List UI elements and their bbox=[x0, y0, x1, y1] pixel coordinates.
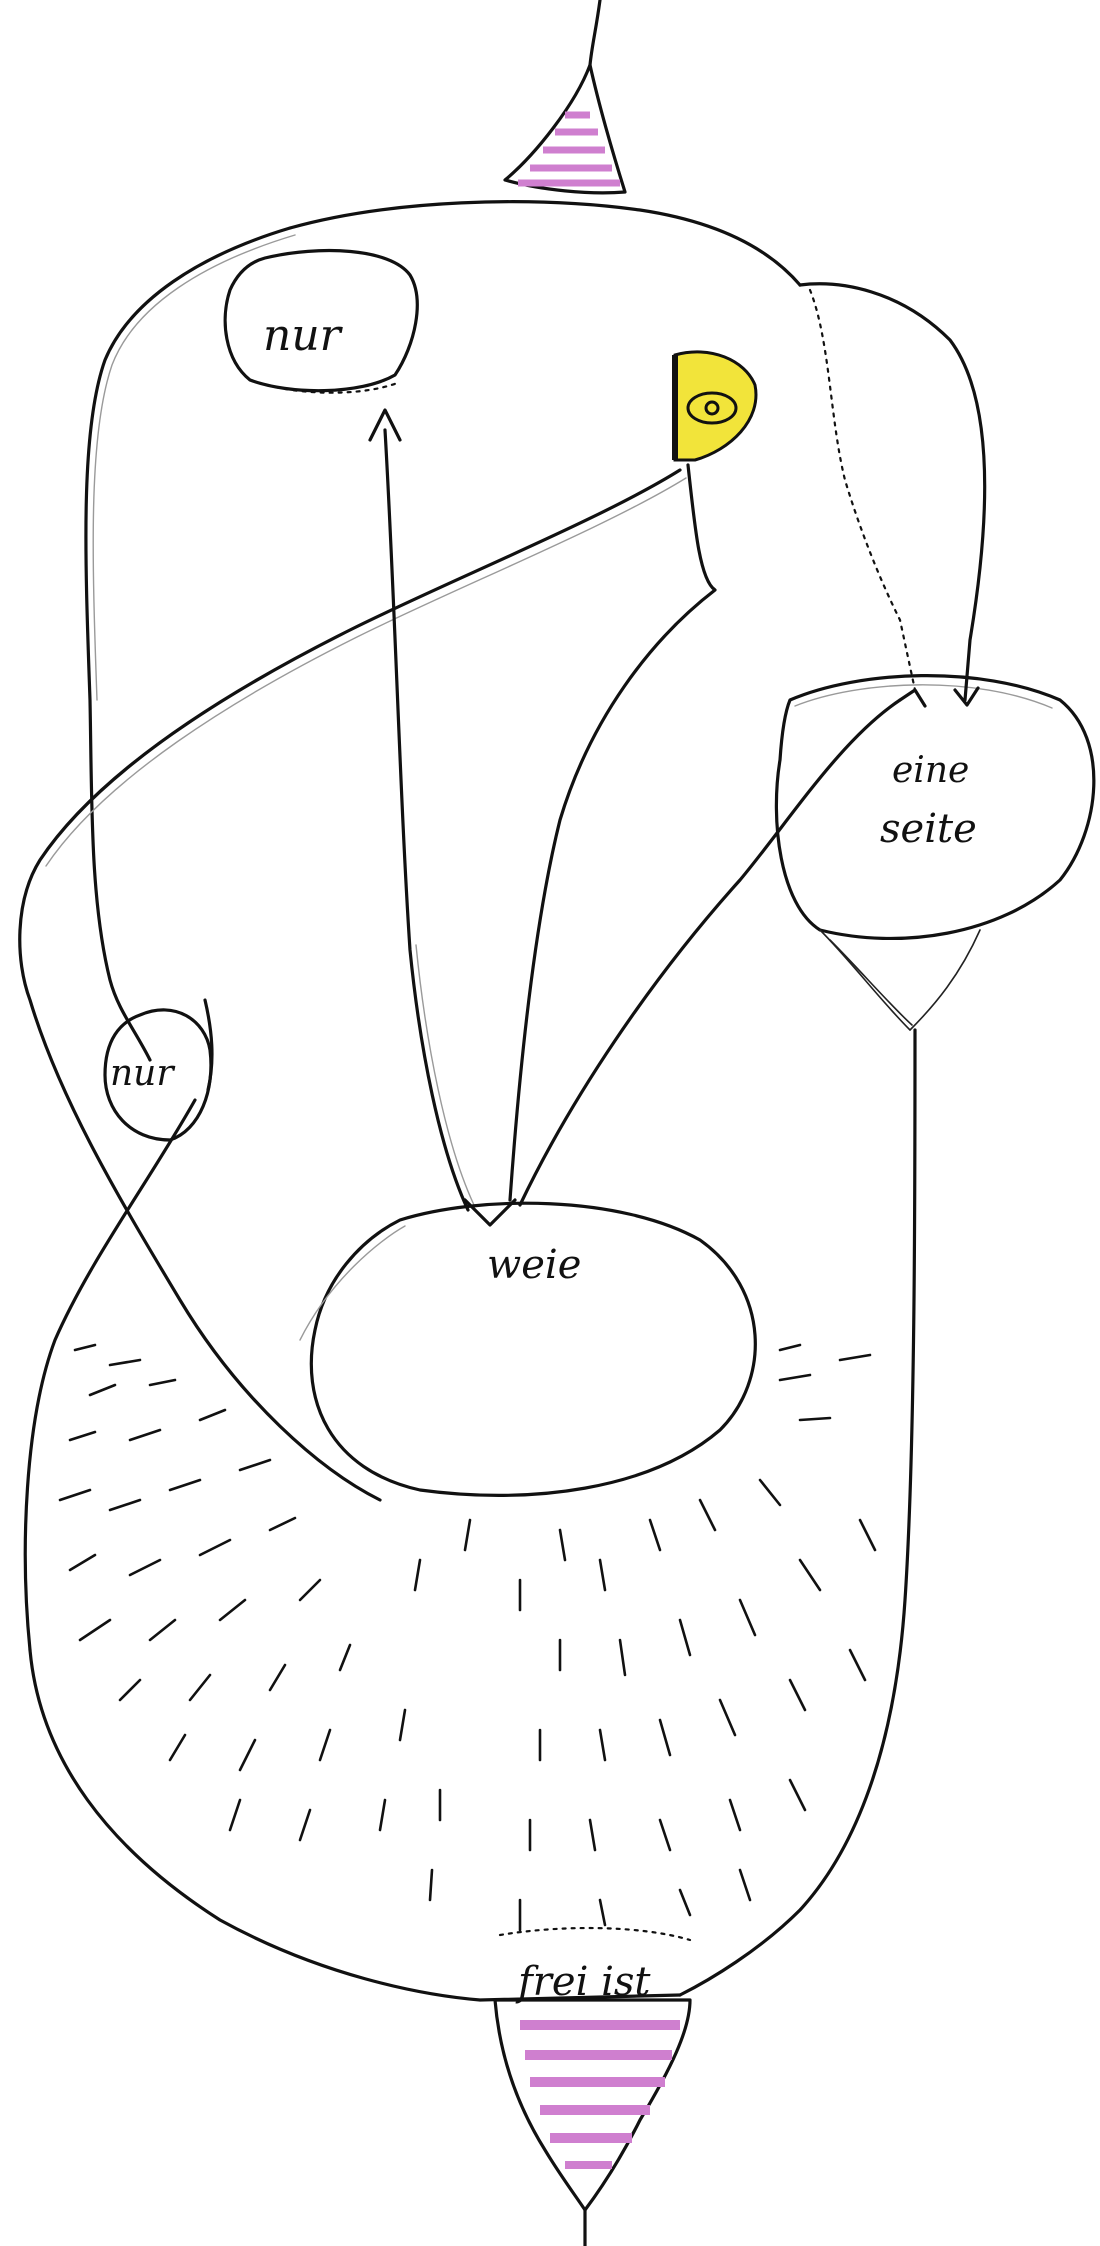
eye-node bbox=[675, 352, 756, 460]
path-eye-to-weie bbox=[510, 465, 715, 1200]
right-vertical-line bbox=[680, 1030, 915, 1995]
path-weie-to-nur bbox=[385, 430, 468, 1210]
nur-left-bubble: nur bbox=[105, 1000, 212, 1140]
weie-label: weie bbox=[487, 1242, 581, 1288]
bottom-pendant: frei ist bbox=[495, 1928, 690, 2246]
left-outer-loop bbox=[86, 228, 290, 1060]
nur-top-bubble: nur bbox=[225, 251, 417, 393]
right-loop bbox=[800, 284, 985, 700]
nur-top-label: nur bbox=[263, 310, 344, 361]
nur-left-label: nur bbox=[110, 1053, 175, 1094]
weie-bubble: weie bbox=[300, 1203, 755, 1495]
right-dotted-path bbox=[810, 290, 915, 690]
seite-label: seite bbox=[880, 806, 977, 852]
belly-outline bbox=[30, 1650, 680, 2000]
frei-ist-label: frei ist bbox=[515, 1959, 651, 2005]
diagonal-crossing-line bbox=[20, 470, 680, 1500]
outer-arch bbox=[290, 202, 800, 285]
eine-label: eine bbox=[892, 750, 969, 791]
top-pendant bbox=[505, 0, 625, 193]
belly-hatching bbox=[60, 1345, 875, 1930]
eine-seite-bubble: eine seite bbox=[776, 676, 1093, 1030]
